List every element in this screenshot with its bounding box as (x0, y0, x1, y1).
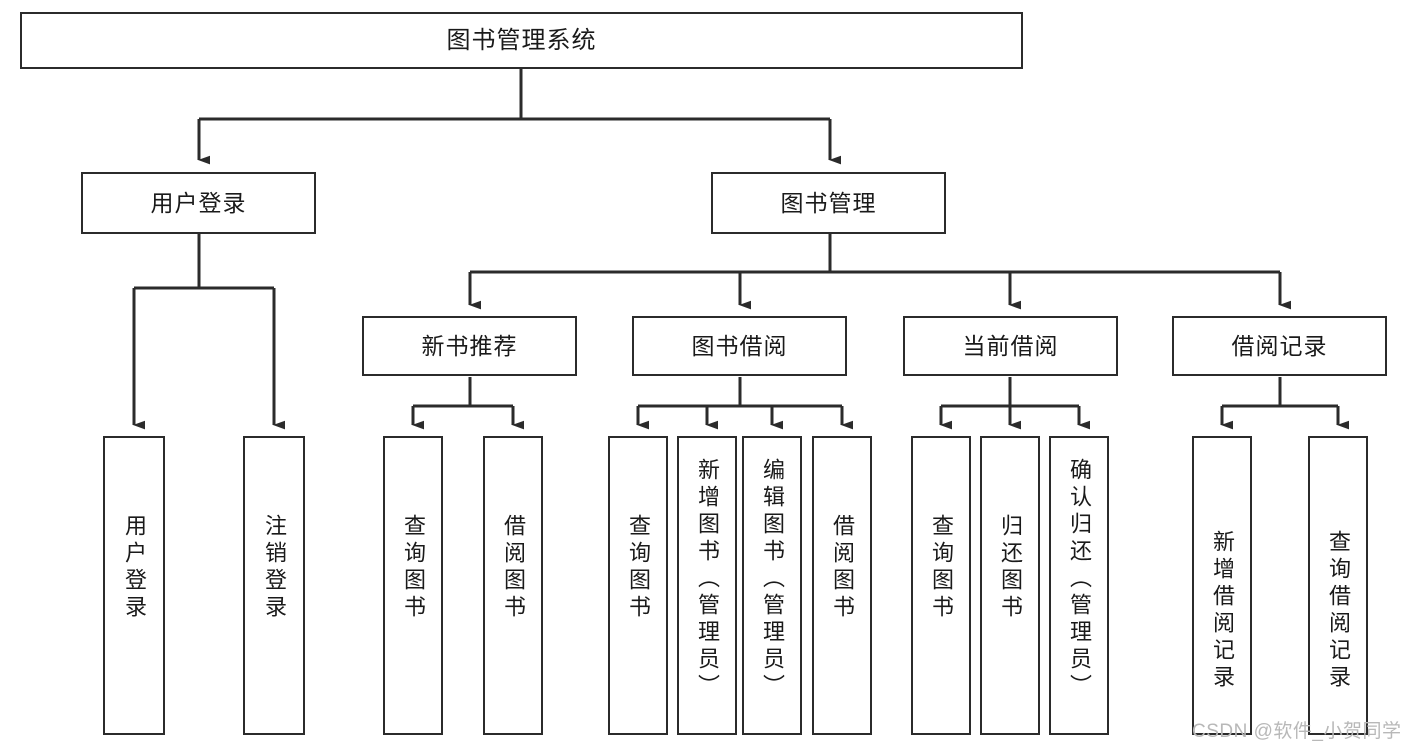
leaf-current-return-book[interactable]: 归还图书 (980, 436, 1040, 735)
leaf-recommend-borrow-book[interactable]: 借阅图书 (483, 436, 543, 735)
node-label: 图书管理系统 (446, 26, 597, 54)
leaf-record-query-borrow-record[interactable]: 查询借阅记录 (1308, 436, 1368, 735)
node-label: 新书推荐 (421, 332, 518, 359)
node-current-borrow[interactable]: 当前借阅 (903, 316, 1118, 376)
leaf-current-query-book[interactable]: 查询图书 (911, 436, 971, 735)
node-user-login[interactable]: 用户登录 (81, 172, 316, 234)
node-label: 新增借阅记录 (1210, 530, 1235, 692)
node-book-management[interactable]: 图书管理 (711, 172, 946, 234)
node-label: 查询借阅记录 (1326, 530, 1351, 692)
node-label: 用户登录 (122, 514, 147, 622)
node-label: 图书借阅 (691, 332, 788, 359)
leaf-borrow-query-book[interactable]: 查询图书 (608, 436, 668, 735)
node-label: 用户登录 (150, 189, 247, 216)
leaf-borrow-add-book-admin[interactable]: 新增图书（管理员） (677, 436, 737, 735)
leaf-user-login[interactable]: 用户登录 (103, 436, 165, 735)
node-label: 查询图书 (401, 514, 426, 622)
node-label: 编辑图书（管理员） (760, 458, 785, 701)
node-label: 当前借阅 (962, 332, 1059, 359)
node-borrow-record[interactable]: 借阅记录 (1172, 316, 1387, 376)
leaf-recommend-query-book[interactable]: 查询图书 (383, 436, 443, 735)
node-label: 借阅图书 (501, 514, 526, 622)
node-root-system[interactable]: 图书管理系统 (20, 12, 1023, 69)
node-label: 归还图书 (998, 514, 1023, 622)
node-label: 注销登录 (262, 514, 287, 622)
node-label: 查询图书 (929, 514, 954, 622)
node-label: 确认归还（管理员） (1067, 458, 1092, 701)
leaf-current-confirm-return-admin[interactable]: 确认归还（管理员） (1049, 436, 1109, 735)
leaf-borrow-borrow-book[interactable]: 借阅图书 (812, 436, 872, 735)
node-label: 查询图书 (626, 514, 651, 622)
node-label: 图书管理 (780, 189, 877, 216)
node-book-borrow[interactable]: 图书借阅 (632, 316, 847, 376)
node-label: 借阅记录 (1231, 332, 1328, 359)
node-new-book-recommend[interactable]: 新书推荐 (362, 316, 577, 376)
watermark-text: CSDN @软件_小贺同学 (1192, 721, 1402, 742)
node-label: 借阅图书 (830, 514, 855, 622)
leaf-record-add-borrow-record[interactable]: 新增借阅记录 (1192, 436, 1252, 735)
node-label: 新增图书（管理员） (695, 458, 720, 701)
leaf-user-logout[interactable]: 注销登录 (243, 436, 305, 735)
leaf-borrow-edit-book-admin[interactable]: 编辑图书（管理员） (742, 436, 802, 735)
